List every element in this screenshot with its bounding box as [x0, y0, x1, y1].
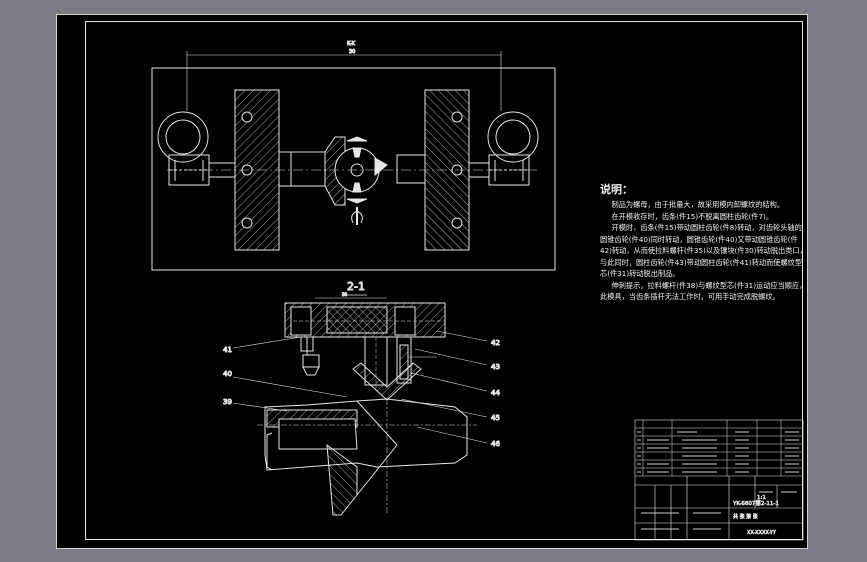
right-shaft — [396, 154, 426, 184]
part-label-43: 43 — [491, 363, 500, 371]
title-block: YK-6807第2-11-1 1:1 共 张 第 张 XX-XXXX-YY — [634, 419, 804, 541]
left-eyebolt — [157, 111, 209, 163]
notes-heading: 说明： — [600, 183, 633, 196]
section-view-dimension: 30 — [342, 292, 348, 297]
section-view: 2-1 30 — [223, 280, 501, 516]
right-eyebolt — [487, 111, 539, 163]
section-view-title: 2-1 — [347, 280, 365, 293]
note-paragraph-1: 制品为螺母，由于批量大，故采用模内卸螺纹的结构。 — [611, 200, 785, 209]
part-label-39: 39 — [223, 398, 232, 406]
part-label-40: 40 — [223, 370, 232, 378]
note-paragraph-2: 在开模收存时，齿条(件15)不脱离圆柱齿轮(件7)。 — [611, 211, 774, 221]
part-label-42: 42 — [491, 339, 500, 347]
top-view-dimension: 30 — [349, 49, 355, 55]
drawing-sheet: K-K 30 — [56, 14, 808, 549]
note-paragraph-4: 伸刺提示，拉料螺杆(件38)与螺纹型芯(件31)运动应当顺应，此模具，当齿条插杆… — [600, 280, 807, 302]
part-label-41: 41 — [223, 346, 232, 354]
bill-of-materials — [635, 420, 803, 477]
drawing-frame — [85, 21, 803, 540]
school-code: XX-XXXX-YY — [747, 530, 777, 536]
part-label-45: 45 — [491, 414, 500, 422]
technical-notes: 说明： 制品为螺母，由于批量大，故采用模内卸螺纹的结构。 在开模收存时，齿条(件… — [600, 183, 808, 303]
sheet-label: 共 张 第 张 — [733, 513, 758, 520]
left-shaft — [278, 151, 326, 187]
part-label-46: 46 — [491, 440, 500, 448]
note-paragraph-3: 开模时，齿条(件15)带动圆柱齿轮(件8)转动，对齿轮头轴的圆锥齿轮(件40)同… — [600, 223, 807, 278]
top-view: K-K 30 — [151, 41, 556, 271]
tool-core — [326, 443, 358, 516]
drawing-scale: 1:1 — [757, 495, 766, 501]
drawing-number: YK-6807第2-11-1 — [732, 499, 779, 507]
part-label-44: 44 — [491, 389, 500, 397]
top-view-plate — [151, 67, 556, 271]
top-view-section-tag: K-K — [347, 41, 356, 47]
mould-drawing: K-K 30 — [151, 41, 804, 541]
